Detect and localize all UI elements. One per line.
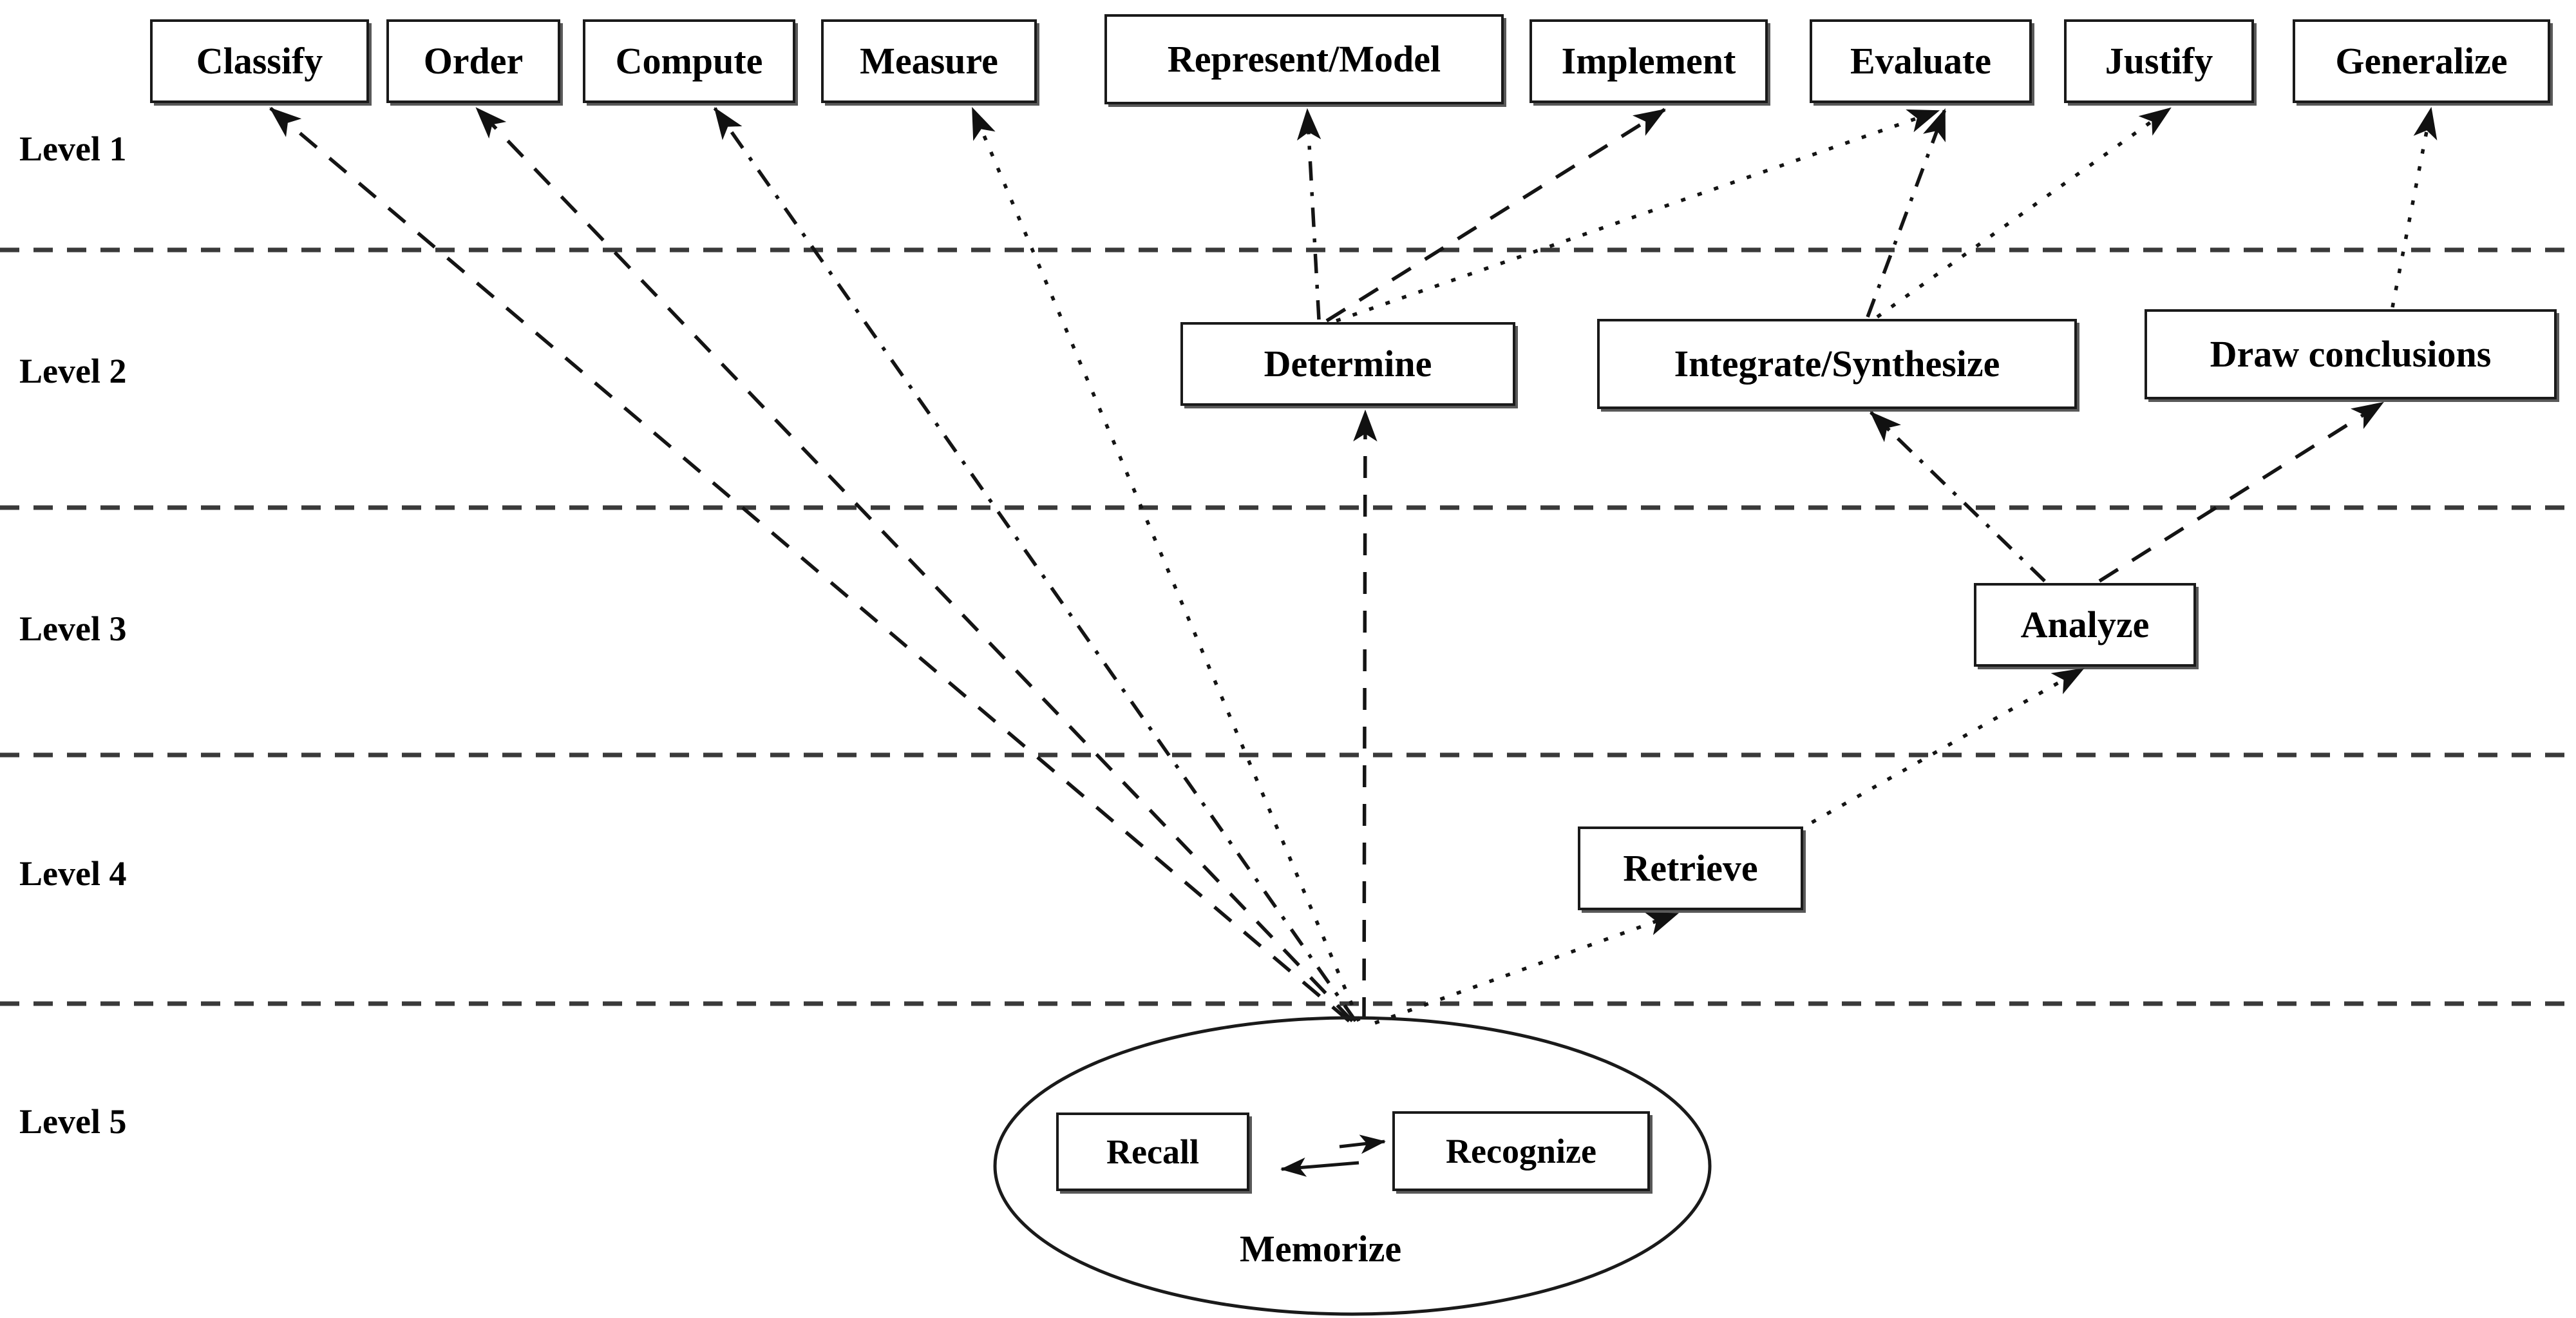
- node-label-evaluate: Evaluate: [1850, 39, 1992, 82]
- edge-determine-to-implement: [1325, 108, 1666, 323]
- node-recognize[interactable]: Recognize: [1392, 1111, 1650, 1191]
- node-label-represent: Represent/Model: [1167, 37, 1441, 80]
- node-determine[interactable]: Determine: [1180, 322, 1515, 406]
- node-drawconc[interactable]: Draw conclusions: [2145, 309, 2557, 399]
- node-label-drawconc: Draw conclusions: [2210, 332, 2492, 375]
- node-justify[interactable]: Justify: [2064, 19, 2254, 103]
- node-measure[interactable]: Measure: [821, 19, 1037, 103]
- edge-drawconc-to-generalize: [2391, 106, 2438, 308]
- node-evaluate[interactable]: Evaluate: [1810, 19, 2032, 103]
- node-recall[interactable]: Recall: [1056, 1113, 1249, 1191]
- edge-integrate-to-justify: [1876, 106, 2172, 319]
- level-2-label: Level 2: [19, 352, 127, 390]
- node-integrate[interactable]: Integrate/Synthesize: [1597, 319, 2077, 409]
- edge-recall-to-recognize: [1339, 1134, 1386, 1154]
- node-order[interactable]: Order: [386, 19, 560, 103]
- edge-integrate-to-evaluate: [1866, 108, 1947, 318]
- node-implement[interactable]: Implement: [1530, 19, 1768, 103]
- node-label-analyze: Analyze: [2020, 603, 2150, 645]
- edge-hub-to-compute: [713, 107, 1358, 1022]
- edge-hub-to-retrieve: [1374, 912, 1680, 1025]
- edge-analyze-to-drawconc: [2098, 401, 2384, 583]
- node-compute[interactable]: Compute: [583, 19, 795, 103]
- node-retrieve[interactable]: Retrieve: [1578, 826, 1803, 910]
- node-label-generalize: Generalize: [2335, 39, 2508, 82]
- node-label-recognize: Recognize: [1446, 1131, 1596, 1170]
- level-1-label: Level 1: [19, 129, 127, 168]
- edge-determine-to-evaluate: [1336, 109, 1940, 323]
- node-label-retrieve: Retrieve: [1623, 846, 1758, 889]
- node-label-measure: Measure: [860, 39, 998, 82]
- memorize-ellipse: [993, 1016, 1712, 1316]
- edge-analyze-to-integrate: [1870, 411, 2046, 582]
- memorize-label: Memorize: [1240, 1228, 1402, 1270]
- edge-recognize-to-recall: [1280, 1157, 1359, 1177]
- level-4-label: Level 4: [19, 854, 127, 893]
- node-analyze[interactable]: Analyze: [1974, 583, 2196, 667]
- node-label-justify: Justify: [2105, 39, 2213, 82]
- edge-hub-to-order: [475, 107, 1354, 1022]
- level-divider-group: [0, 247, 2576, 1006]
- node-label-classify: Classify: [196, 39, 323, 82]
- edge-hub-to-measure: [971, 106, 1361, 1022]
- node-generalize[interactable]: Generalize: [2293, 19, 2550, 103]
- node-label-determine: Determine: [1264, 342, 1432, 385]
- edge-determine-to-represent: [1296, 108, 1321, 320]
- node-represent[interactable]: Represent/Model: [1104, 14, 1504, 104]
- node-label-integrate: Integrate/Synthesize: [1674, 342, 2000, 385]
- node-classify[interactable]: Classify: [150, 19, 369, 103]
- node-label-recall: Recall: [1106, 1132, 1199, 1171]
- edge-hub-to-classify: [269, 106, 1350, 1023]
- level-5-label: Level 5: [19, 1102, 127, 1141]
- memorize-ellipse-group: [993, 1016, 1712, 1316]
- level-3-label: Level 3: [19, 609, 127, 648]
- node-label-implement: Implement: [1561, 39, 1736, 82]
- edge-group: [269, 106, 2438, 1177]
- node-label-order: Order: [423, 39, 524, 82]
- node-label-compute: Compute: [615, 39, 763, 82]
- edge-hub-to-determine: [1353, 409, 1378, 1020]
- edge-retrieve-to-analyze: [1795, 667, 2085, 833]
